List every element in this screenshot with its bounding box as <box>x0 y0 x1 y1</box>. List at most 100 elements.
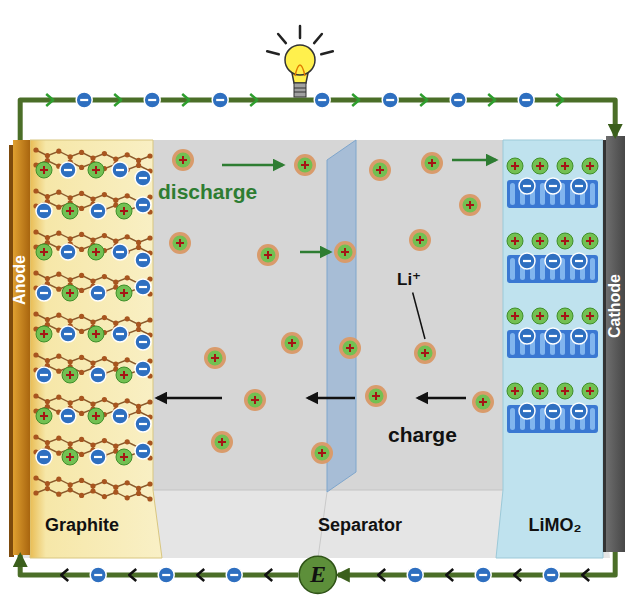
oxide-structure <box>510 408 515 430</box>
cathode-plate: Cathode <box>605 136 625 552</box>
carbon-atom <box>102 233 107 238</box>
oxide-structure <box>540 258 545 280</box>
electron <box>60 408 76 424</box>
carbon-atom <box>56 395 61 400</box>
electron <box>60 244 76 260</box>
lithium-ion <box>281 332 303 354</box>
carbon-atom <box>56 492 61 497</box>
electron <box>90 367 106 383</box>
source-symbol: E <box>310 561 326 589</box>
electron <box>519 328 535 344</box>
carbon-atom <box>136 409 141 414</box>
carbon-atom <box>79 396 84 401</box>
carbon-atom <box>90 237 95 242</box>
bulb-base <box>294 88 306 92</box>
lithium-ion <box>116 203 132 219</box>
carbon-atom <box>136 491 141 496</box>
direction-chevron <box>488 94 495 106</box>
lithium-ion <box>36 408 52 424</box>
oxide-structure <box>540 333 545 355</box>
direction-chevron <box>556 94 563 106</box>
electron <box>407 567 423 583</box>
carbon-atom <box>102 192 107 197</box>
carbon-atom <box>113 403 118 408</box>
electron <box>475 567 491 583</box>
electron <box>144 92 160 108</box>
carbon-atom <box>45 481 50 486</box>
direction-chevron <box>514 569 521 581</box>
lithium-ion <box>507 233 523 249</box>
carbon-atom <box>113 362 118 367</box>
process-label: discharge <box>158 180 257 204</box>
carbon-atom <box>113 444 118 449</box>
carbon-atom <box>56 313 61 318</box>
graphite-bond <box>36 191 150 201</box>
direction-chevron <box>378 569 385 581</box>
carbon-atom <box>147 235 152 240</box>
direction-chevron <box>197 569 204 581</box>
carbon-atom <box>102 397 107 402</box>
carbon-atom <box>56 205 61 210</box>
carbon-atom <box>33 188 38 193</box>
carbon-atom <box>102 438 107 443</box>
carbon-atom <box>102 356 107 361</box>
carbon-atom <box>102 315 107 320</box>
lithium-ion <box>62 203 78 219</box>
lithium-ion <box>211 431 233 453</box>
ion-flow-arrow <box>222 164 283 167</box>
direction-chevron <box>61 569 68 581</box>
carbon-atom <box>102 274 107 279</box>
electron <box>112 162 128 178</box>
lithium-ion <box>62 285 78 301</box>
separator-region: Separator <box>300 140 420 556</box>
anode-plate: Anode <box>10 140 30 555</box>
carbon-atom <box>79 437 84 442</box>
carbon-atom <box>68 359 73 364</box>
lithium-ion <box>507 383 523 399</box>
lithium-ion <box>582 233 598 249</box>
electron <box>571 328 587 344</box>
lithium-ion <box>557 158 573 174</box>
carbon-atom <box>68 487 73 492</box>
lithium-ion <box>116 449 132 465</box>
lithium-ion <box>582 383 598 399</box>
lithium-ion <box>88 408 104 424</box>
direction-chevron <box>129 569 136 581</box>
carbon-atom <box>113 239 118 244</box>
process-label: charge <box>388 423 457 447</box>
anode-plate <box>13 140 30 555</box>
electron <box>135 416 151 432</box>
graphite-bond <box>36 150 150 160</box>
carbon-atom <box>125 316 130 321</box>
electron <box>36 203 52 219</box>
lithium-ion <box>36 244 52 260</box>
lithium-ion <box>88 326 104 342</box>
carbon-atom <box>79 273 84 278</box>
carbon-atom <box>68 441 73 446</box>
lithium-ion <box>472 391 494 413</box>
electron <box>226 567 242 583</box>
carbon-atom <box>136 404 141 409</box>
carbon-atom <box>125 152 130 157</box>
carbon-atom <box>125 193 130 198</box>
electron <box>519 403 535 419</box>
carbon-atom <box>113 321 118 326</box>
lithium-ion <box>507 308 523 324</box>
ion-flow-arrow <box>157 397 222 400</box>
lithium-ion <box>116 285 132 301</box>
direction-chevron <box>582 569 589 581</box>
oxide-structure <box>510 333 515 355</box>
carbon-atom <box>79 329 84 334</box>
carbon-atom <box>45 317 50 322</box>
carbon-atom <box>33 352 38 357</box>
direction-chevron <box>446 569 453 581</box>
lithium-ion <box>88 244 104 260</box>
cathode-material-layer <box>496 140 603 558</box>
light-ray <box>267 51 279 54</box>
graphite-bond <box>36 314 150 324</box>
carbon-atom <box>136 240 141 245</box>
carbon-atom <box>113 280 118 285</box>
carbon-atom <box>33 490 38 495</box>
electron <box>545 328 561 344</box>
ion-flow-arrow <box>452 159 496 162</box>
